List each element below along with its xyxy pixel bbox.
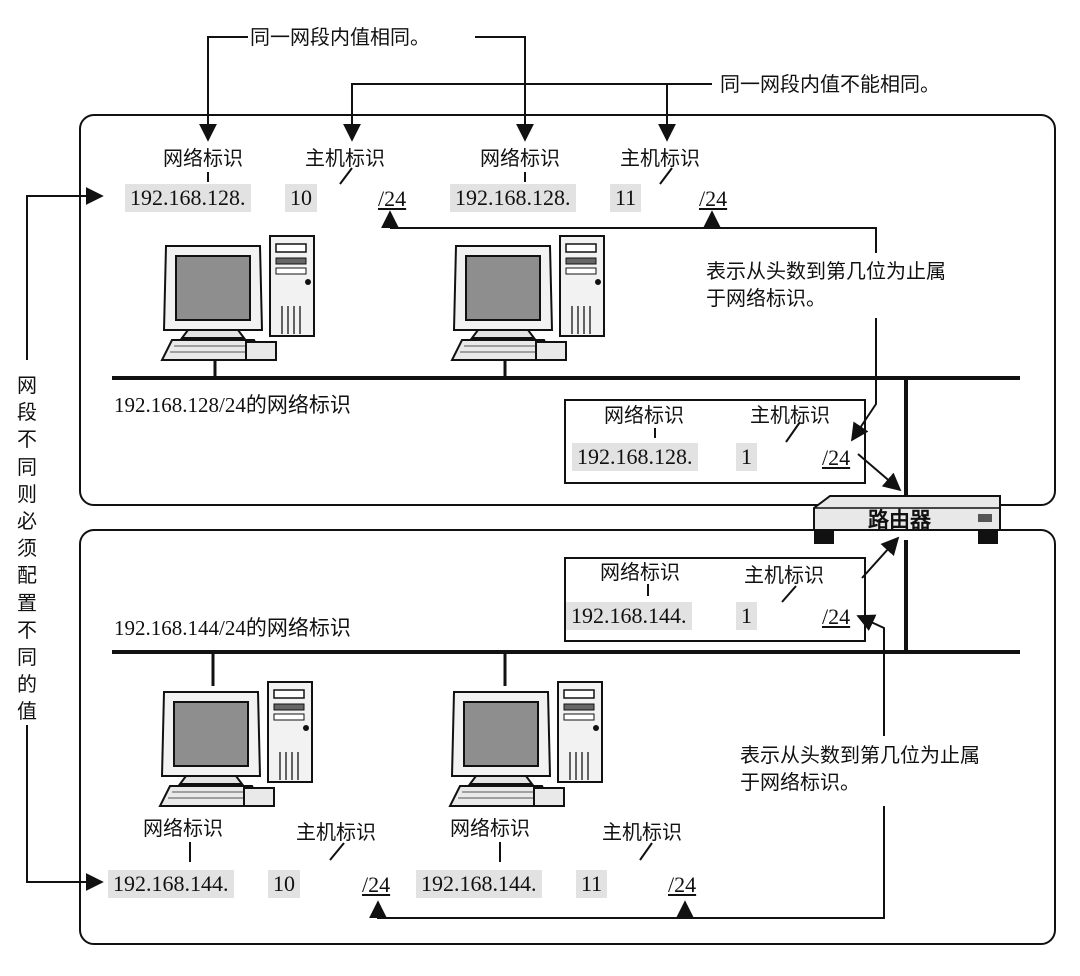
host-address: 10 bbox=[268, 870, 300, 898]
network-id-label: 网络标识 bbox=[143, 816, 223, 840]
same-value-callout: 同一网段内值相同。 bbox=[250, 25, 430, 49]
host-id-label: 主机标识 bbox=[750, 403, 830, 427]
host-id-label: 主机标识 bbox=[602, 820, 682, 844]
router-icon bbox=[813, 495, 1001, 544]
subnet-mask: /24 bbox=[822, 604, 851, 629]
different-value-callout: 同一网段内值不能相同。 bbox=[720, 72, 940, 96]
mask-note: 表示从头数到第几位为止属于网络标识。 bbox=[706, 259, 946, 310]
network-address: 192.168.128. bbox=[125, 184, 251, 212]
network-address: 192.168.128. bbox=[450, 184, 576, 212]
subnet-mask: /24 bbox=[362, 872, 391, 897]
subnet-mask: /24 bbox=[378, 186, 407, 211]
network-address: 192.168.144. bbox=[416, 870, 542, 898]
mask-note: 表示从头数到第几位为止属于网络标识。 bbox=[740, 743, 980, 794]
host-address: 11 bbox=[610, 184, 642, 212]
network-address: 192.168.144. bbox=[108, 870, 234, 898]
network-id-label: 网络标识 bbox=[450, 816, 530, 840]
top-mask-note-connector bbox=[381, 210, 877, 442]
computer-icon bbox=[159, 681, 313, 807]
subnet-mask: /24 bbox=[822, 445, 851, 470]
same-value-connector bbox=[199, 36, 534, 142]
computer-icon bbox=[161, 235, 315, 361]
side-label: 网段不同则必须配置不同的值 bbox=[15, 372, 39, 726]
bottom-segment-box bbox=[79, 529, 1056, 945]
network-address: 192.168.144. bbox=[566, 602, 692, 630]
subnet-mask: /24 bbox=[668, 872, 697, 897]
network-id-label: 网络标识 bbox=[600, 560, 680, 584]
bottom-mask-note-connector bbox=[369, 614, 885, 919]
host-id-label: 主机标识 bbox=[305, 146, 385, 170]
segment-name: 192.168.128/24的网络标识 bbox=[114, 393, 351, 417]
network-id-label: 网络标识 bbox=[163, 146, 243, 170]
network-id-label: 网络标识 bbox=[604, 403, 684, 427]
host-id-label: 主机标识 bbox=[620, 146, 700, 170]
subnet-mask: /24 bbox=[699, 186, 728, 211]
host-address: 1 bbox=[736, 443, 757, 471]
host-address: 10 bbox=[285, 184, 317, 212]
host-address: 1 bbox=[736, 602, 757, 630]
network-address: 192.168.128. bbox=[572, 443, 698, 471]
top-segment-box bbox=[79, 114, 1056, 506]
different-value-connector bbox=[343, 83, 712, 142]
router-label: 路由器 bbox=[868, 508, 931, 532]
computer-icon bbox=[451, 235, 605, 361]
network-id-label: 网络标识 bbox=[480, 146, 560, 170]
host-id-label: 主机标识 bbox=[296, 820, 376, 844]
computer-icon bbox=[449, 681, 603, 807]
segment-name: 192.168.144/24的网络标识 bbox=[114, 616, 351, 640]
host-id-label: 主机标识 bbox=[744, 563, 824, 587]
side-connector bbox=[26, 187, 104, 891]
host-address: 11 bbox=[576, 870, 608, 898]
